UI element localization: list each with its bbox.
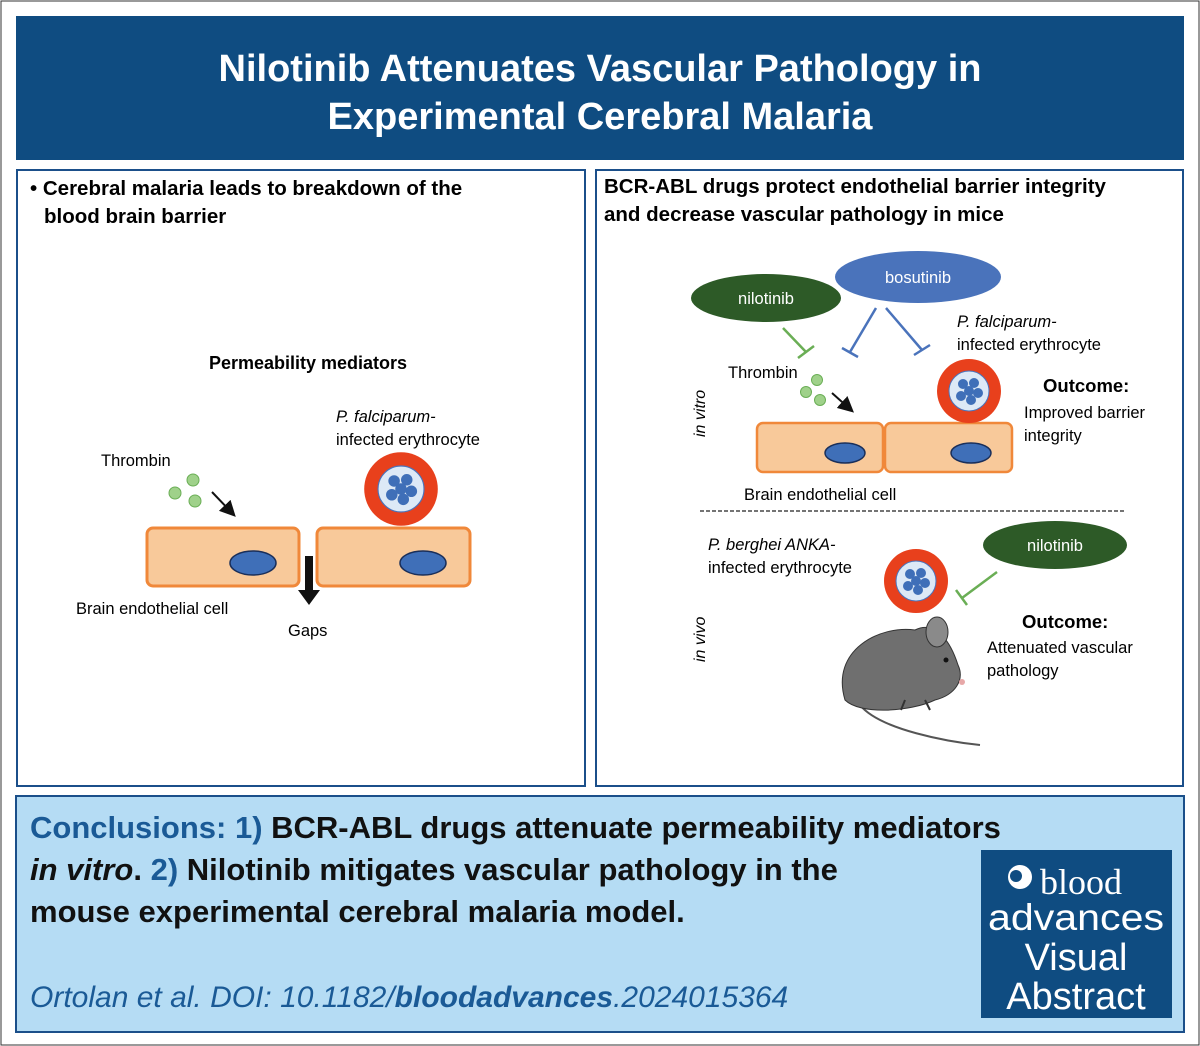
pf-label-line2: infected erythrocyte (957, 336, 1101, 354)
left-heading-line2: blood brain barrier (44, 205, 226, 228)
title-line1: Nilotinib Attenuates Vascular Pathology … (219, 48, 982, 90)
gaps-label: Gaps (288, 622, 327, 640)
thrombin-label: Thrombin (101, 452, 171, 470)
outcome1-line2: integrity (1024, 427, 1083, 445)
endothelial-cell-icon (883, 421, 1014, 474)
right-heading-line2: and decrease vascular pathology in mice (604, 203, 1004, 226)
outcome1-title: Outcome: (1043, 375, 1129, 396)
outcome2-title: Outcome: (1022, 611, 1108, 632)
endothelial-cell-icon (145, 526, 301, 588)
infected-erythrocyte-icon (936, 358, 1002, 424)
pf-label-line1: P. falciparum- (957, 313, 1057, 331)
logo-advances: advances (988, 897, 1164, 938)
bosutinib-label: bosutinib (885, 269, 951, 287)
endothelial-cell-icon (755, 421, 885, 474)
right-panel: BCR-ABL drugs protect endothelial barrie… (595, 169, 1184, 787)
in-vitro-label: in vitro (692, 390, 709, 437)
in-vivo-label: in vivo (692, 617, 709, 662)
nucleus-icon (950, 442, 992, 464)
journal-logo: blood advances Visual Abstract (981, 850, 1172, 1018)
pb-label-line1: P. berghei ANKA- (708, 536, 836, 554)
bosutinib-drug (835, 251, 1001, 303)
title-banner: Nilotinib Attenuates Vascular Pathology … (16, 16, 1184, 160)
outcome1-line1: Improved barrier (1024, 404, 1146, 422)
arrow-icon (831, 392, 854, 413)
pb-label-line2: infected erythrocyte (708, 559, 852, 577)
nucleus-icon (824, 442, 866, 464)
pf-label-line2: infected erythrocyte (336, 431, 480, 449)
nilotinib-label: nilotinib (738, 290, 794, 308)
outcome2-line1: Attenuated vascular (987, 639, 1133, 657)
conclusions-line3: mouse experimental cerebral malaria mode… (30, 894, 685, 929)
gap-arrow-icon (298, 556, 320, 605)
inhibition-icon (954, 570, 998, 606)
logo-abstract: Abstract (1006, 976, 1146, 1018)
cell-label: Brain endothelial cell (744, 486, 896, 504)
nucleus-icon (399, 550, 447, 576)
inhibition-icon (782, 307, 931, 359)
thrombin-icon (168, 473, 202, 508)
cell-label: Brain endothelial cell (76, 600, 228, 618)
title-line2: Experimental Cerebral Malaria (328, 96, 874, 138)
thrombin-label: Thrombin (728, 364, 798, 382)
arrow-icon (211, 491, 236, 517)
mouse-icon (842, 616, 981, 746)
nucleus-icon (229, 550, 277, 576)
nilotinib-label: nilotinib (1027, 537, 1083, 555)
citation: Ortolan et al. DOI: 10.1182/bloodadvance… (30, 981, 788, 1014)
conclusions-line1: Conclusions: 1) BCR-ABL drugs attenuate … (30, 810, 1001, 845)
logo-visual: Visual (1025, 937, 1128, 979)
thrombin-icon (800, 374, 826, 406)
right-heading-line1: BCR-ABL drugs protect endothelial barrie… (604, 175, 1107, 198)
endothelial-cell-icon (315, 526, 472, 588)
nilotinib-drug (691, 274, 841, 322)
permeability-mediators-label: Permeability mediators (209, 353, 407, 373)
infected-erythrocyte-icon (363, 451, 439, 527)
left-heading-line1: • Cerebral malaria leads to breakdown of… (30, 177, 462, 200)
left-panel: • Cerebral malaria leads to breakdown of… (16, 169, 586, 787)
conclusions-line2: in vitro. 2) Nilotinib mitigates vascula… (30, 852, 838, 887)
logo-blood: blood (1040, 862, 1122, 902)
pf-label-line1: P. falciparum- (336, 408, 436, 426)
outcome2-line2: pathology (987, 662, 1059, 680)
infected-erythrocyte-icon (883, 548, 949, 614)
nilotinib-drug (983, 521, 1127, 569)
